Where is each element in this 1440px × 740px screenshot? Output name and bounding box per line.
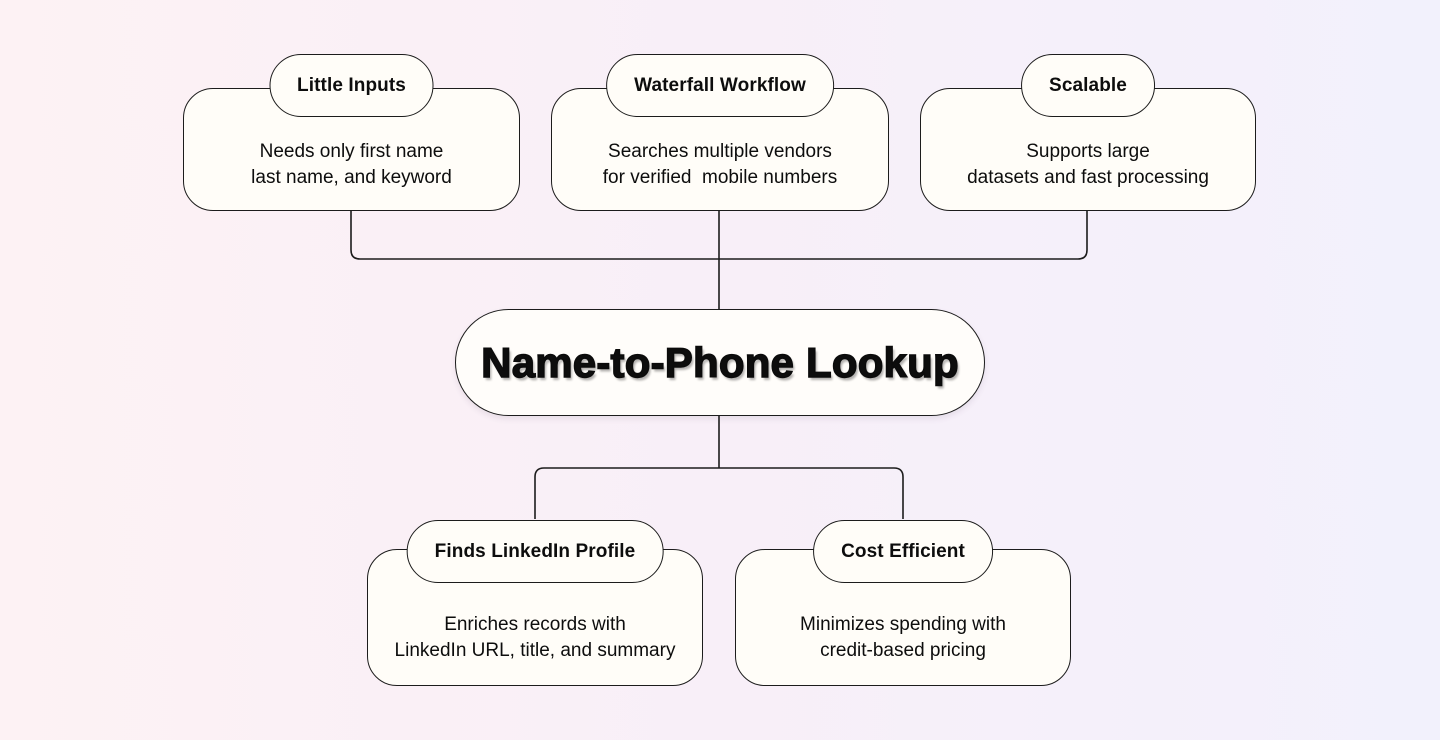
feature-title-badge: Waterfall Workflow	[606, 54, 834, 117]
feature-card-scalable: Scalable Supports large datasets and fas…	[920, 54, 1256, 211]
feature-card-cost-efficient: Cost Efficient Minimizes spending with c…	[735, 520, 1071, 686]
feature-description: Supports large datasets and fast process…	[967, 140, 1209, 188]
feature-description: Enriches records with LinkedIn URL, titl…	[394, 613, 676, 661]
feature-card-waterfall-workflow: Waterfall Workflow Searches multiple ven…	[551, 54, 889, 211]
feature-title-badge: Little Inputs	[269, 54, 434, 117]
feature-title-badge: Finds LinkedIn Profile	[406, 520, 664, 583]
feature-title-badge: Cost Efficient	[813, 520, 993, 583]
central-node-title: Name-to-Phone Lookup	[480, 338, 959, 386]
feature-description: Searches multiple vendors for verified m…	[602, 140, 838, 188]
connector-top-bus	[350, 211, 1088, 260]
feature-description: Needs only first name last name, and key…	[251, 140, 452, 188]
connector-bottom-bus	[534, 467, 904, 519]
feature-title-badge: Scalable	[1021, 54, 1155, 117]
feature-card-little-inputs: Little Inputs Needs only first name last…	[183, 54, 520, 211]
central-node-name-to-phone-lookup: Name-to-Phone Lookup	[455, 309, 985, 416]
feature-card-finds-linkedin-profile: Finds LinkedIn Profile Enriches records …	[367, 520, 703, 686]
feature-description: Minimizes spending with credit-based pri…	[800, 613, 1006, 661]
